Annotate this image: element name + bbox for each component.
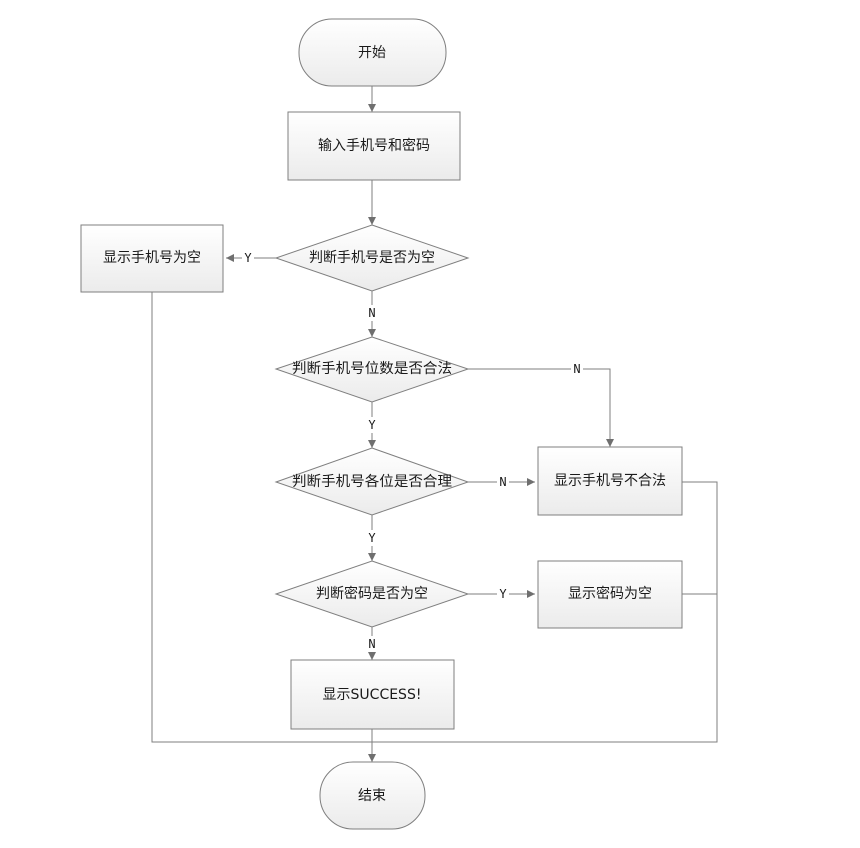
arrowhead-show-phone-invalid-top [606,439,614,447]
check-password-empty-node: 判断密码是否为空 [274,560,470,628]
check-phone-empty-label: 判断手机号是否为空 [309,250,435,266]
check-phone-length-node: 判断手机号位数是否合法 [274,336,470,403]
edge-label-length-invalid: N [573,362,580,376]
start-label: 开始 [358,45,386,61]
check-phone-digits-label: 判断手机号各位是否合理 [292,474,452,490]
end-node: 结束 [319,761,426,830]
show-password-empty-node: 显示密码为空 [537,560,683,629]
show-password-empty-label: 显示密码为空 [568,585,652,602]
arrowhead-input [368,104,376,112]
end-label: 结束 [358,788,386,804]
check-phone-length-label: 判断手机号位数是否合法 [292,361,452,377]
check-phone-digits-node: 判断手机号各位是否合理 [274,447,470,516]
show-success-node: 显示SUCCESS! [290,659,455,730]
arrowhead-check-phone-empty [368,217,376,225]
edge-label-length-valid: Y [368,418,376,432]
show-phone-empty-node: 显示手机号为空 [80,224,224,293]
input-label: 输入手机号和密码 [318,137,430,154]
edge-label-phone-empty-no: N [368,306,375,320]
arrowhead-show-success [368,652,376,660]
edge-label-password-empty-no: N [368,637,375,651]
show-phone-empty-label: 显示手机号为空 [103,250,201,266]
arrowhead-show-phone-invalid-left [527,478,535,486]
check-password-empty-label: 判断密码是否为空 [316,585,428,602]
show-phone-invalid-node: 显示手机号不合法 [537,446,683,516]
input-node: 输入手机号和密码 [287,111,461,181]
check-phone-empty-node: 判断手机号是否为空 [274,224,470,292]
arrowhead-check-phone-length [368,329,376,337]
arrowhead-check-phone-digits [368,440,376,448]
show-phone-invalid-label: 显示手机号不合法 [554,473,666,489]
edge-label-phone-empty-yes: Y [244,251,252,265]
arrowhead-show-password-empty [527,590,535,598]
show-success-label: 显示SUCCESS! [323,687,422,703]
edge-invalid-to-end [372,481,718,743]
edge-length-invalid [468,368,611,447]
arrowhead-end [368,754,376,762]
start-node: 开始 [298,18,447,87]
edge-labels: Y N N Y N Y Y N [242,250,583,652]
arrowhead-show-phone-empty [226,254,234,262]
arrowhead-check-password-empty [368,553,376,561]
edge-label-password-empty-yes: Y [499,587,507,601]
edge-label-digits-invalid: N [499,475,506,489]
arrowheads [226,104,614,762]
edge-label-digits-valid: Y [368,531,376,545]
edge-phone-empty-to-end [151,291,372,743]
